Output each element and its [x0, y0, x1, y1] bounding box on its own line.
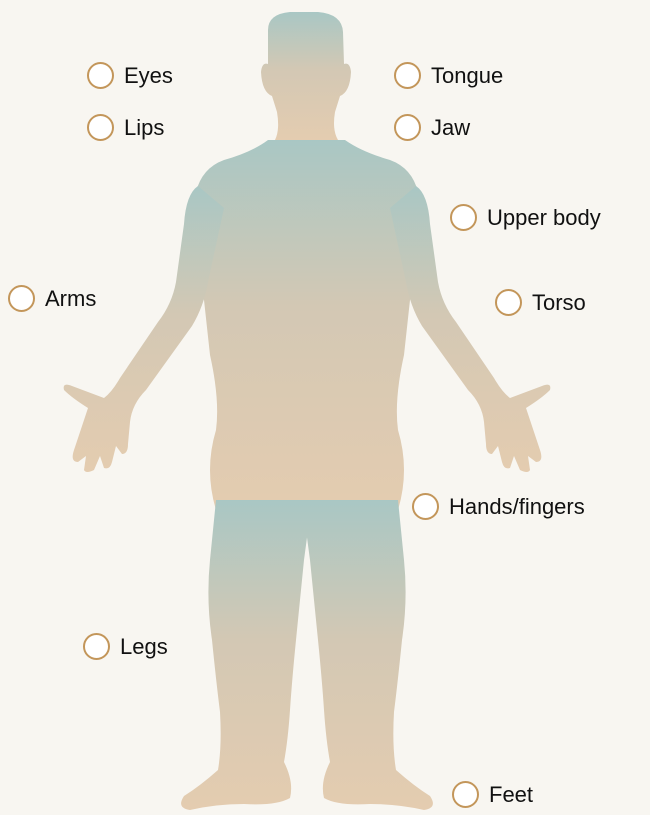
option-label: Jaw	[431, 115, 470, 141]
radio-circle-icon[interactable]	[495, 289, 522, 316]
radio-circle-icon[interactable]	[452, 781, 479, 808]
option-label: Tongue	[431, 63, 503, 89]
option-hands-fingers[interactable]: Hands/fingers	[412, 493, 585, 520]
option-feet[interactable]: Feet	[452, 781, 533, 808]
radio-circle-icon[interactable]	[87, 114, 114, 141]
radio-circle-icon[interactable]	[412, 493, 439, 520]
option-upper-body[interactable]: Upper body	[450, 204, 601, 231]
option-lips[interactable]: Lips	[87, 114, 164, 141]
option-label: Torso	[532, 290, 586, 316]
option-label: Lips	[124, 115, 164, 141]
option-torso[interactable]: Torso	[495, 289, 586, 316]
option-label: Eyes	[124, 63, 173, 89]
radio-circle-icon[interactable]	[83, 633, 110, 660]
option-arms[interactable]: Arms	[8, 285, 96, 312]
radio-circle-icon[interactable]	[394, 114, 421, 141]
option-label: Legs	[120, 634, 168, 660]
option-label: Upper body	[487, 205, 601, 231]
option-legs[interactable]: Legs	[83, 633, 168, 660]
option-label: Arms	[45, 286, 96, 312]
option-eyes[interactable]: Eyes	[87, 62, 173, 89]
option-tongue[interactable]: Tongue	[394, 62, 503, 89]
option-jaw[interactable]: Jaw	[394, 114, 470, 141]
radio-circle-icon[interactable]	[87, 62, 114, 89]
radio-circle-icon[interactable]	[450, 204, 477, 231]
option-label: Hands/fingers	[449, 494, 585, 520]
radio-circle-icon[interactable]	[394, 62, 421, 89]
option-label: Feet	[489, 782, 533, 808]
radio-circle-icon[interactable]	[8, 285, 35, 312]
